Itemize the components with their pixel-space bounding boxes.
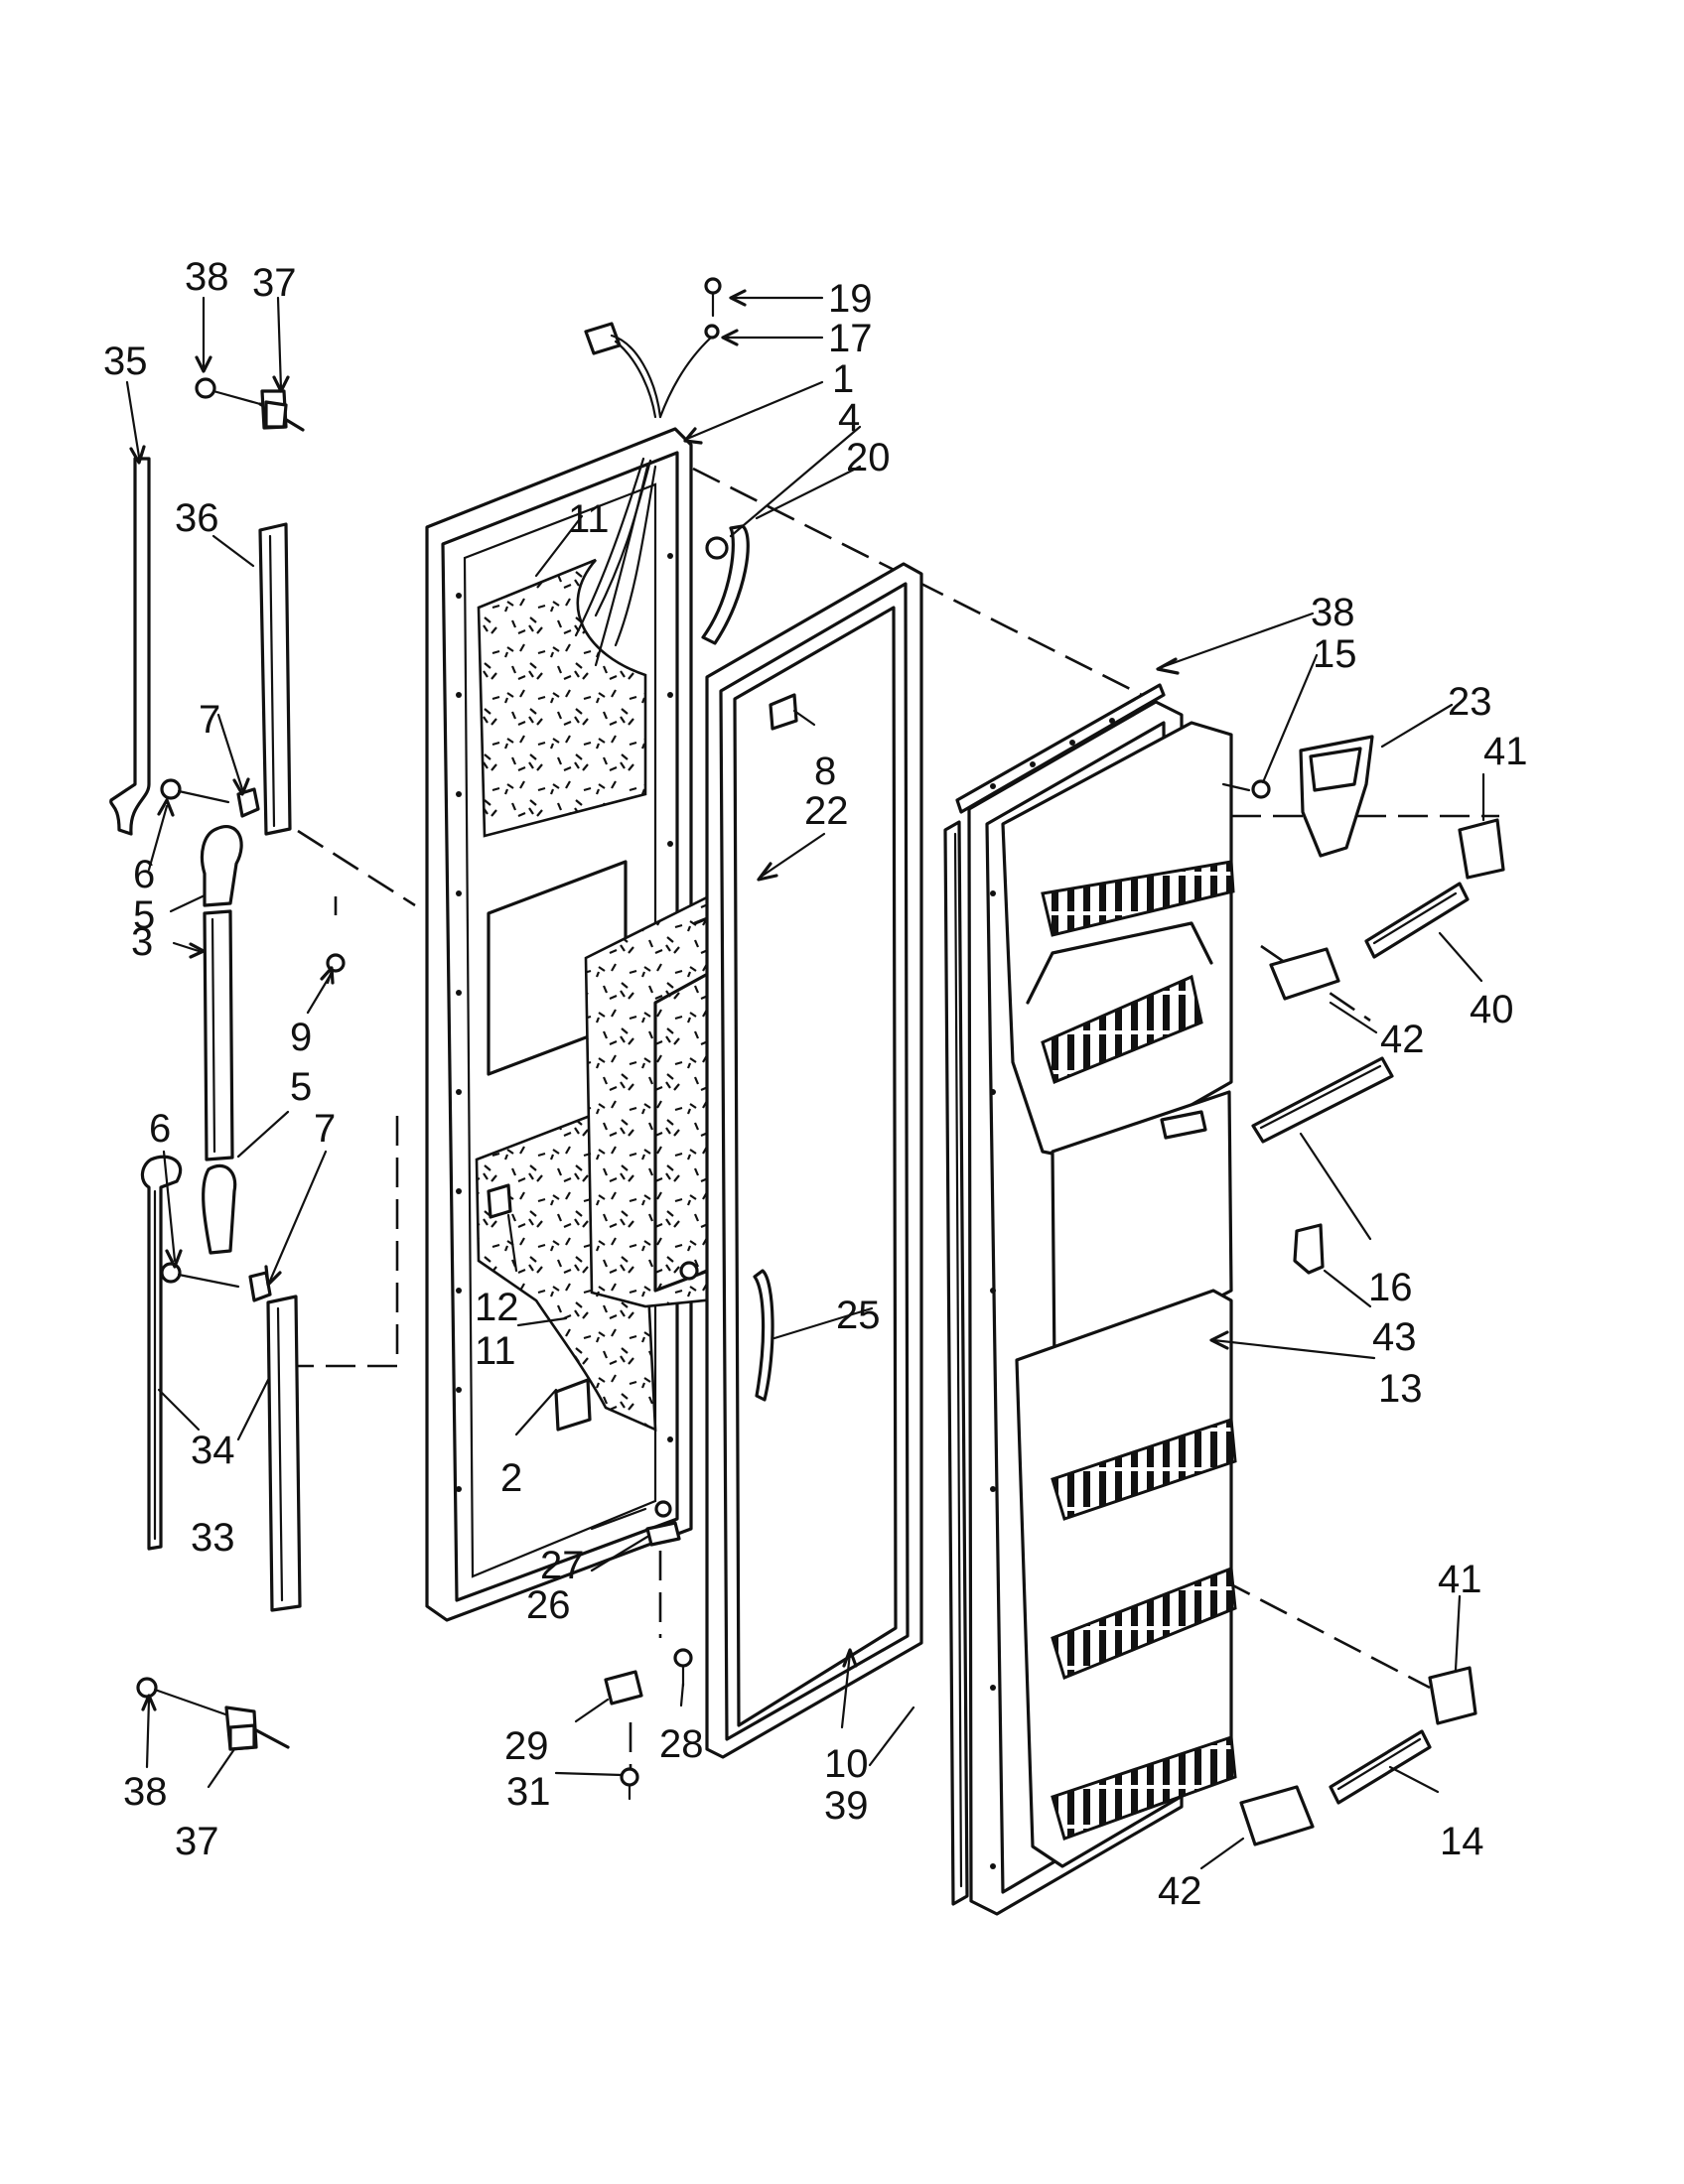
label-42-bottom: 42 xyxy=(1158,1869,1202,1913)
label-7-bottom: 7 xyxy=(314,1107,336,1151)
label-42-top: 42 xyxy=(1380,1018,1425,1061)
screw-6-top xyxy=(160,778,230,804)
funnel-23 xyxy=(1299,735,1374,858)
label-4: 4 xyxy=(838,396,860,440)
label-34: 35 xyxy=(103,340,148,383)
bracket-7-bottom xyxy=(248,1271,272,1302)
lower-hinge-hardware xyxy=(604,1500,693,1801)
label-36-top: 37 xyxy=(252,261,297,305)
label-28: 28 xyxy=(659,1722,704,1766)
end-cap-41-bottom xyxy=(1428,1666,1477,1725)
gasket-strip-33 xyxy=(140,1155,183,1551)
leader-lines xyxy=(125,289,1485,1870)
plug-4 xyxy=(705,536,729,560)
label-31: 31 xyxy=(506,1770,551,1814)
label-11-bottom: 11 xyxy=(475,1329,516,1373)
hinge-bracket-36-top xyxy=(260,389,288,430)
label-22: 22 xyxy=(804,789,849,833)
label-3: 3 xyxy=(131,920,153,964)
tube-20 xyxy=(701,524,750,645)
end-cap-42-bottom xyxy=(1239,1785,1315,1846)
right-side-parts xyxy=(1221,735,1505,1846)
label-25: 25 xyxy=(836,1294,881,1337)
label-41-top: 41 xyxy=(1483,730,1528,773)
end-cap-42-top xyxy=(1269,947,1340,1001)
label-40: 40 xyxy=(1470,988,1514,1031)
trim-bar-3 xyxy=(203,909,234,1161)
hinge-bracket-36-bottom xyxy=(224,1706,258,1751)
screw-15 xyxy=(1221,779,1271,799)
label-12: 12 xyxy=(475,1286,519,1329)
label-23: 23 xyxy=(1448,680,1492,724)
bracket-7-top xyxy=(236,787,260,818)
part-2-bracket xyxy=(554,1378,592,1432)
trim-bar-35 xyxy=(258,522,292,836)
label-5-top: 5 xyxy=(133,893,155,937)
label-11-top: 11 xyxy=(568,497,610,541)
label-14: 14 xyxy=(1440,1820,1484,1863)
label-17: 17 xyxy=(828,317,873,360)
label-27: 27 xyxy=(540,1544,585,1587)
label-9: 9 xyxy=(290,1016,312,1059)
gasket-strip-34 xyxy=(109,457,151,836)
label-1: 1 xyxy=(832,357,854,401)
label-37-top: 38 xyxy=(185,255,229,299)
label-7-top: 7 xyxy=(199,698,220,742)
label-6-top: 6 xyxy=(133,853,155,896)
clip-43 xyxy=(1293,1223,1325,1275)
label-29: 29 xyxy=(504,1724,549,1768)
door-liner xyxy=(967,700,1237,1916)
door-gasket xyxy=(705,562,923,1759)
label-10: 10 xyxy=(824,1742,869,1786)
label-13: 13 xyxy=(1378,1367,1423,1411)
label-20: 20 xyxy=(846,436,891,479)
screw-37-bottom xyxy=(136,1677,290,1749)
label-19: 19 xyxy=(828,277,873,321)
label-36-bottom: 37 xyxy=(175,1820,219,1863)
label-8: 8 xyxy=(814,750,836,793)
left-hinge-hardware xyxy=(109,377,346,1751)
label-43: 43 xyxy=(1372,1315,1417,1359)
label-15: 15 xyxy=(1313,632,1357,676)
hinge-cover-5-bottom xyxy=(202,1163,237,1255)
end-cap-41-top xyxy=(1458,818,1505,880)
label-26: 26 xyxy=(526,1583,571,1627)
label-38: 38 xyxy=(1311,591,1355,634)
screw-19 xyxy=(704,277,722,318)
hinge-cover-5-top xyxy=(200,825,243,907)
label-5-bottom: 5 xyxy=(290,1065,312,1109)
label-2: 2 xyxy=(500,1456,522,1500)
outer-door-panel xyxy=(425,427,693,1622)
label-37-bottom: 38 xyxy=(123,1770,168,1814)
label-33: 34 xyxy=(191,1429,235,1472)
clip-12 xyxy=(487,1183,512,1219)
label-35: 36 xyxy=(175,496,219,540)
label-39: 39 xyxy=(824,1784,869,1828)
handle-25 xyxy=(753,1269,774,1402)
clip-8 xyxy=(769,693,798,731)
label-41-bottom: 41 xyxy=(1438,1558,1482,1601)
trim-bar-32 xyxy=(266,1295,302,1612)
label-6-bottom: 6 xyxy=(149,1107,171,1151)
part-labels: 38 37 35 36 7 6 5 3 9 5 6 7 34 33 38 37 … xyxy=(103,255,1528,1913)
label-16: 16 xyxy=(1368,1266,1413,1309)
trim-strip-38 xyxy=(955,683,1166,814)
wiring-harness xyxy=(584,322,720,419)
label-32: 33 xyxy=(191,1516,235,1560)
trim-strip-39 xyxy=(943,820,969,1906)
